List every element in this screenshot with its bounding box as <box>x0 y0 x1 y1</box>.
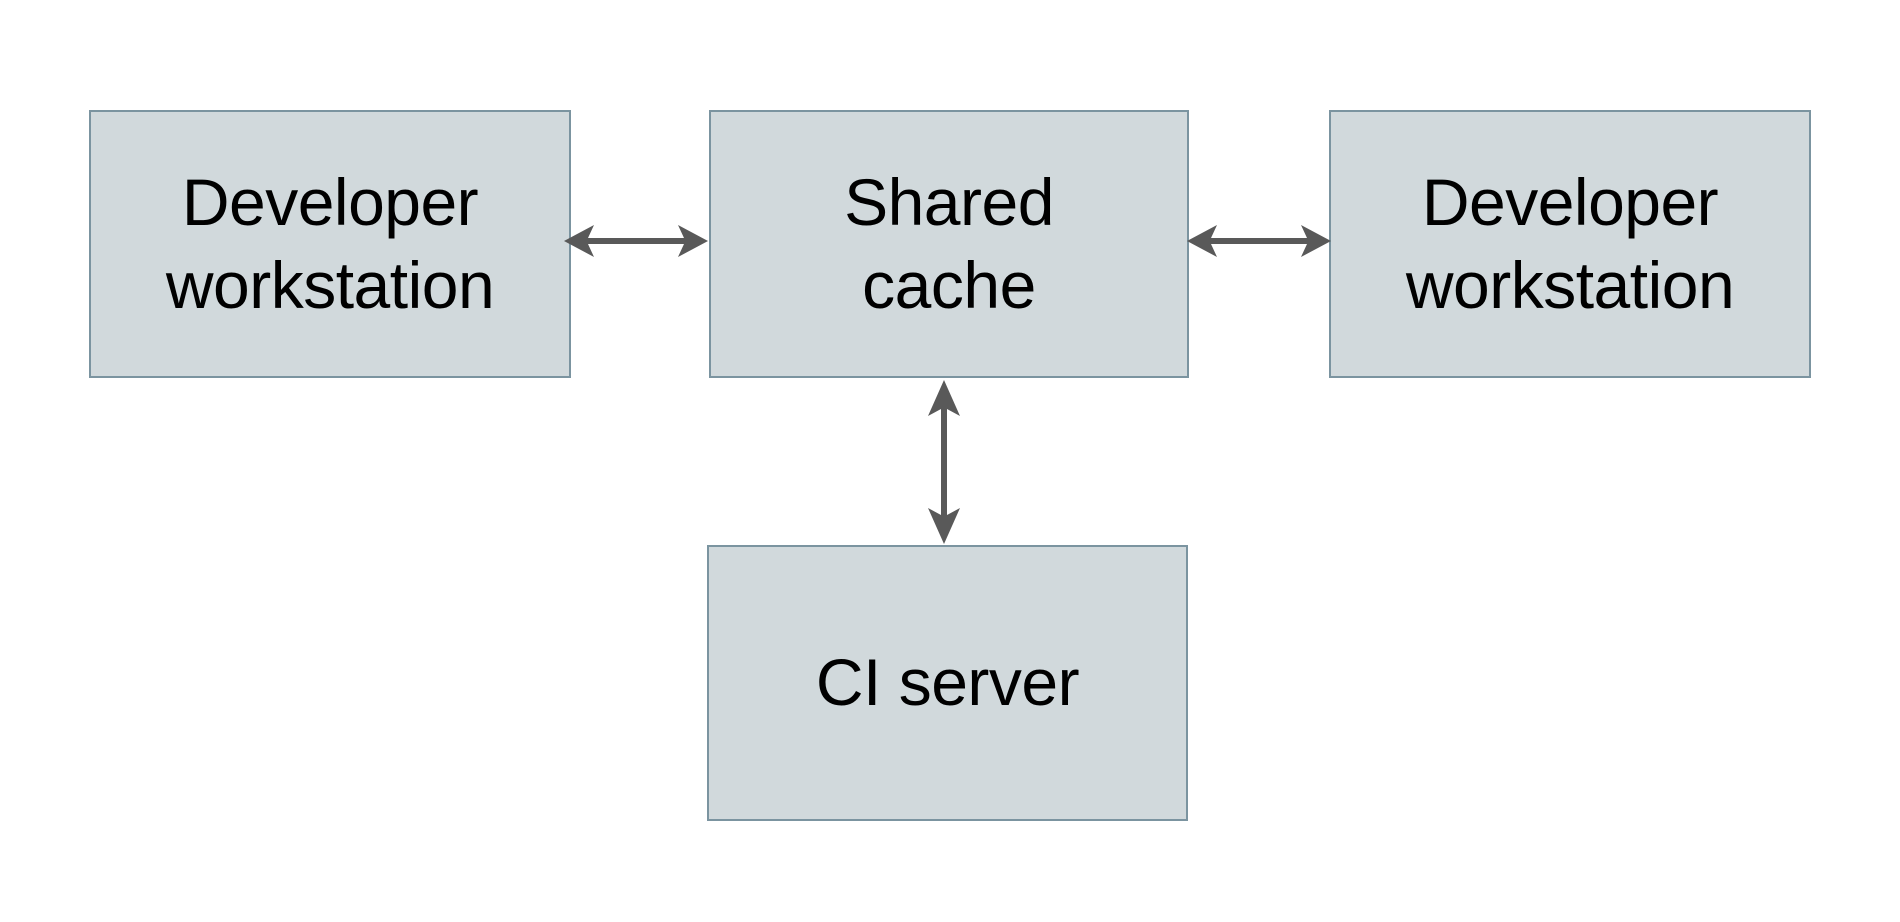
arrow-glyph <box>1187 225 1331 257</box>
arrow-glyph <box>928 380 960 544</box>
node-label: Developer workstation <box>165 164 495 322</box>
node-ci-server[interactable]: CI server <box>707 545 1188 821</box>
node-developer-workstation-left[interactable]: Developer workstation <box>89 110 571 378</box>
node-developer-workstation-right[interactable]: Developer workstation <box>1329 110 1811 378</box>
double-arrow-icon-left-workstation-to-cache[interactable] <box>560 212 712 270</box>
node-shared-cache[interactable]: Shared cache <box>709 110 1189 378</box>
double-arrow-icon-cache-to-right-workstation[interactable] <box>1183 212 1335 270</box>
arrow-glyph <box>564 225 708 257</box>
node-label: Developer workstation <box>1405 164 1735 322</box>
node-label: CI server <box>815 645 1080 720</box>
node-label: Shared cache <box>844 164 1054 322</box>
double-arrow-icon-cache-to-ci-server[interactable] <box>915 376 973 548</box>
